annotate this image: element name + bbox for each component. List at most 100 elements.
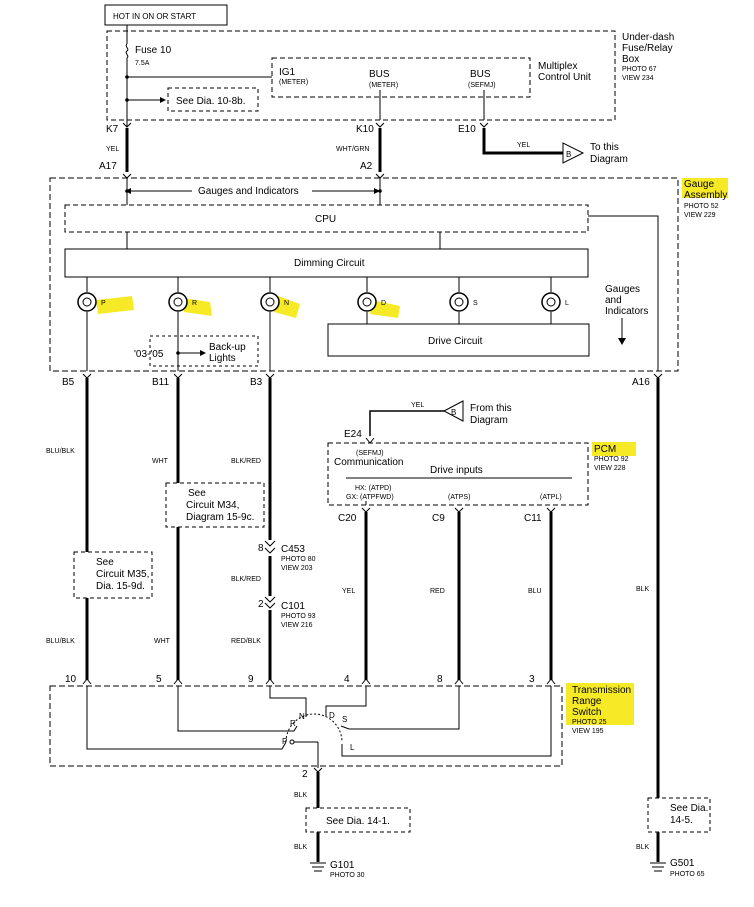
pin-c11: C11 — [524, 513, 542, 524]
see-m34-3: Diagram 15-9c. — [186, 512, 254, 523]
highlight-p — [96, 296, 134, 314]
c101-view: VIEW 216 — [281, 622, 313, 629]
indicator-r-label: R — [192, 300, 197, 307]
trs-pin-5: 5 — [156, 674, 162, 685]
c453-name: C453 — [281, 544, 305, 555]
c453-view: VIEW 203 — [281, 565, 313, 572]
gauge-view: VIEW 229 — [684, 212, 716, 219]
fuse-10-rating: 7.5A — [135, 60, 150, 67]
fuse-box-title-3: Box — [622, 54, 639, 65]
pcm-communication: Communication — [334, 457, 403, 468]
mcu-title-1: Multiplex — [538, 61, 577, 72]
see-dia-14-5-1: See Dia. — [670, 803, 708, 814]
c453-pin: 8 — [258, 543, 264, 554]
from-diagram-2: Diagram — [470, 415, 508, 426]
pcm-box — [327, 442, 589, 506]
wire-b11-top: WHT — [152, 458, 169, 465]
indicator-s-icon — [449, 292, 469, 312]
gauge-title-1: Gauge — [684, 179, 714, 190]
pin-e24: E24 — [344, 429, 362, 440]
pcm-title: PCM — [594, 444, 616, 455]
trs-position-d: D — [329, 711, 335, 720]
from-diagram-arrow — [442, 400, 464, 422]
hot-label: HOT IN ON OR START — [113, 12, 196, 21]
highlight-pcm-title — [592, 442, 636, 456]
see-dia-14-1-box — [305, 807, 411, 833]
wire-b3-top: BLK/RED — [231, 458, 261, 465]
to-diagram-2: Diagram — [590, 154, 628, 165]
trs-title-3: Switch — [572, 707, 601, 718]
fuse-box-view: VIEW 234 — [622, 75, 654, 82]
indicator-d-icon — [357, 292, 377, 312]
trs-position-s: S — [342, 715, 347, 724]
backup-lights-box — [149, 335, 259, 367]
trs-pin-9: 9 — [248, 674, 254, 685]
multiplex-control-unit-box — [271, 57, 531, 98]
wire-b11-bottom: WHT — [154, 638, 171, 645]
see-m35-2: Circuit M35, — [96, 569, 149, 580]
see-m34-box — [165, 482, 265, 528]
from-diagram-letter: B — [451, 408, 456, 417]
ground-g501-icon — [650, 862, 666, 872]
connector-k7: K7 — [106, 124, 119, 135]
indicator-n-icon — [260, 292, 280, 312]
wire-a16: BLK — [636, 586, 650, 593]
trs-position-p: P — [282, 737, 287, 746]
gauge-photo: PHOTO 52 — [684, 203, 719, 210]
wire-c9: RED — [430, 588, 445, 595]
pcm-hx: HX: (ATPD) — [355, 485, 391, 492]
g101-photo: PHOTO 30 — [330, 872, 365, 879]
wire-k7-color: YEL — [106, 146, 119, 153]
c101-name: C101 — [281, 601, 305, 612]
see-dia-10-8b: See Dia. 10-8b. — [176, 96, 246, 107]
trs-view: VIEW 195 — [572, 728, 604, 735]
trs-photo: PHOTO 25 — [572, 719, 607, 726]
to-diagram-letter: B — [566, 150, 571, 159]
pcm-drive-inputs: Drive inputs — [430, 465, 483, 476]
trs-box — [49, 685, 563, 767]
wire-e10-color: YEL — [517, 142, 530, 149]
mcu-ig1: IG1 — [279, 67, 296, 78]
mcu-bus-sefmj: BUS — [470, 69, 491, 80]
pin-a16: A16 — [632, 377, 650, 388]
see-dia-14-1: See Dia. 14-1. — [326, 816, 390, 827]
cpu-box — [64, 204, 589, 233]
to-diagram-arrow — [562, 142, 585, 164]
connector-e10: E10 — [458, 124, 476, 135]
see-dia-14-5-box — [647, 797, 711, 833]
gauges-and-indicators: Gauges and Indicators — [198, 186, 299, 197]
pcm-atpl: (ATPL) — [540, 494, 562, 501]
indicator-l-label: L — [565, 300, 569, 307]
trs-position-n: N — [299, 712, 305, 721]
indicator-r-icon — [168, 292, 188, 312]
pin-a2: A2 — [360, 161, 373, 172]
wire-ground-top: BLK — [294, 792, 308, 799]
see-dia-10-8b-box — [167, 87, 259, 112]
trs-position-r: R — [290, 719, 296, 728]
g101-label: G101 — [330, 860, 355, 871]
backup-lights-2: Lights — [209, 353, 236, 364]
trs-pin-8: 8 — [437, 674, 443, 685]
pin-a17: A17 — [99, 161, 117, 172]
from-diagram-1: From this — [470, 403, 512, 414]
pcm-photo: PHOTO 92 — [594, 456, 629, 463]
wire-b5-top: BLU/BLK — [46, 448, 75, 455]
hot-label-box — [104, 4, 228, 26]
highlight-trs-title — [566, 683, 634, 725]
trs-ground-pin: 2 — [302, 769, 308, 780]
pcm-atps: (ATPS) — [448, 494, 470, 501]
drive-circuit-label: Drive Circuit — [428, 336, 483, 347]
indicator-n-label: N — [284, 300, 289, 307]
to-diagram-1: To this — [590, 142, 619, 153]
fuse-relay-box — [106, 30, 616, 121]
c453-photo: PHOTO 80 — [281, 556, 316, 563]
trs-pin-3: 3 — [529, 674, 535, 685]
wire-k10-color: WHT/GRN — [336, 146, 369, 153]
connector-k10: K10 — [356, 124, 374, 135]
year-range: '03-'05 — [134, 349, 164, 360]
from-diagram-wire: YEL — [411, 402, 424, 409]
c101-photo: PHOTO 93 — [281, 613, 316, 620]
indicator-l-icon — [541, 292, 561, 312]
wire-b5-bottom: BLU/BLK — [46, 638, 75, 645]
trs-pin-10: 10 — [65, 674, 77, 685]
